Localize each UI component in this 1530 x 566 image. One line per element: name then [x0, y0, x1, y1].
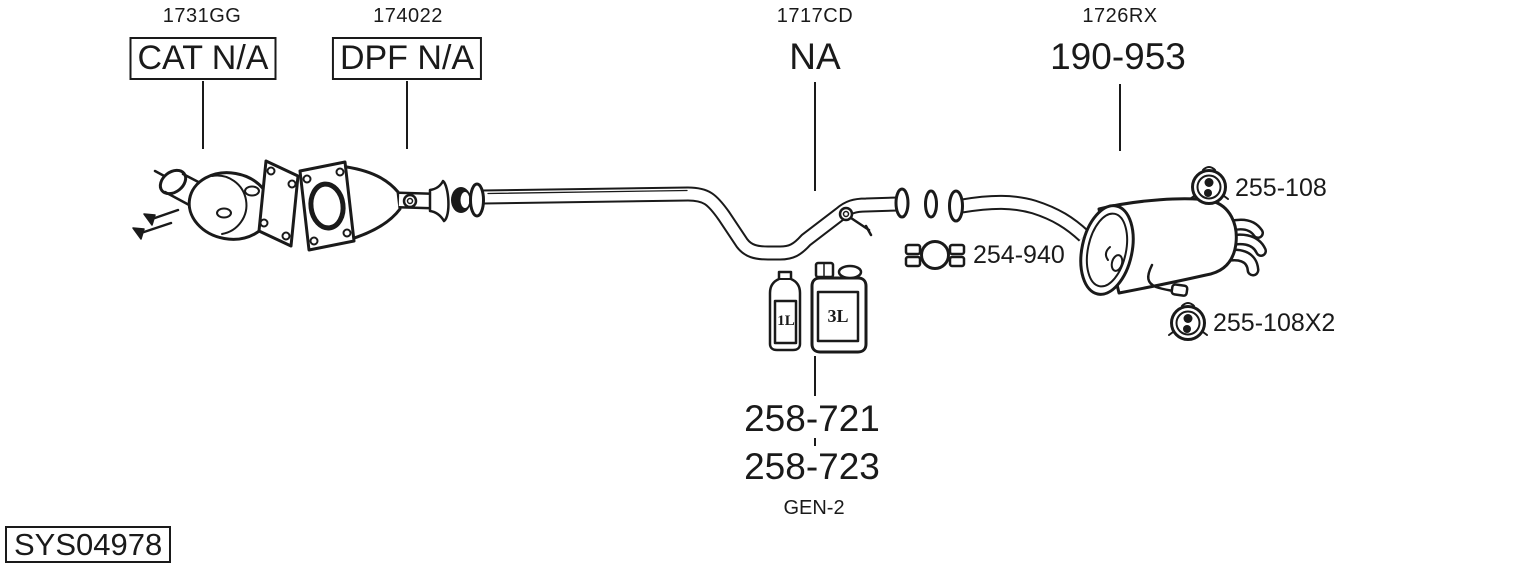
part-label-cat[interactable]: CAT N/A	[129, 37, 277, 80]
additive-note: GEN-2	[783, 497, 845, 519]
part-label-rear-muffler[interactable]: 190-953	[1050, 36, 1186, 77]
bottle-small-volume-label: 1L	[777, 313, 795, 329]
rubber-hanger-icon-lower	[1167, 301, 1209, 341]
additive-bottles-drawing	[768, 261, 868, 354]
part-label-mid-pipe[interactable]: NA	[789, 36, 841, 77]
ref-code-rear-muffler: 1726RX	[1082, 5, 1158, 27]
part-label-additive-1[interactable]: 258-721	[744, 398, 880, 439]
ref-code-dpf: 174022	[373, 5, 443, 27]
ref-code-cat: 1731GG	[162, 5, 242, 27]
part-label-dpf[interactable]: DPF N/A	[331, 37, 483, 80]
part-label-clamp[interactable]: 254-940	[973, 241, 1065, 269]
rear-muffler-drawing	[948, 189, 1267, 297]
ref-code-mid-pipe: 1717CD	[776, 5, 854, 27]
system-id-box: SYS04978	[5, 526, 172, 563]
mid-pipe-drawing	[451, 182, 938, 261]
leader-lines	[202, 81, 1121, 446]
part-label-additive-2[interactable]: 258-723	[744, 446, 880, 487]
part-label-hanger-lower[interactable]: 255-108X2	[1213, 309, 1336, 337]
clamp-icon	[904, 240, 966, 270]
rubber-hanger-icon-upper	[1188, 165, 1230, 205]
part-label-hanger-upper[interactable]: 255-108	[1235, 174, 1327, 202]
catalytic-converter-drawing	[132, 159, 300, 248]
bottle-large-volume-label: 3L	[827, 306, 849, 326]
dpf-drawing	[298, 160, 450, 252]
